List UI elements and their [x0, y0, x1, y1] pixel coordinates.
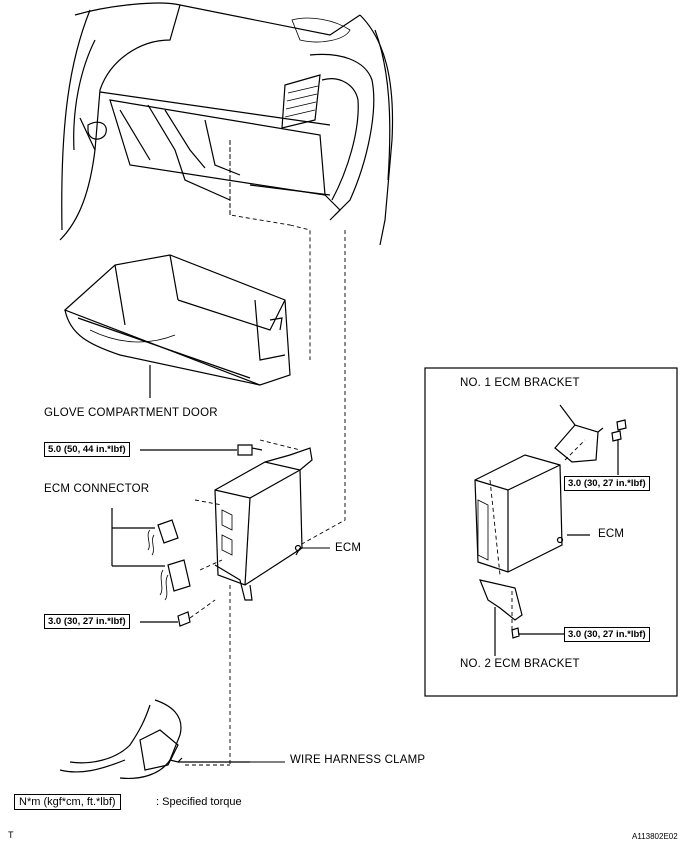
footer-left-mark: T: [8, 830, 14, 840]
wire-harness-clamp-label: WIRE HARNESS CLAMP: [290, 754, 426, 766]
torque-spec-lower-main: 3.0 (30, 27 in.*lbf): [44, 614, 130, 629]
ecm-inset-illustration: [474, 404, 627, 656]
leader-lines: [182, 547, 330, 763]
ecm-connector-illustration: [111, 508, 191, 601]
ecm-main-illustration: [214, 447, 313, 601]
inset-frame: [424, 367, 678, 697]
torque-spec-upper-main: 5.0 (50, 44 in.*lbf): [44, 442, 130, 457]
wire-harness-illustration: [59, 699, 250, 780]
dashboard-illustration: [59, 2, 394, 246]
figure-id: A113802E02: [632, 832, 678, 841]
torque-spec-inset-lower: 3.0 (30, 27 in.*lbf): [564, 627, 650, 642]
ecm-main-label: ECM: [335, 542, 362, 554]
ecm-connector-label: ECM CONNECTOR: [44, 483, 150, 495]
no2-ecm-bracket-label: NO. 2 ECM BRACKET: [460, 658, 580, 670]
glove-compartment-door-label: GLOVE COMPARTMENT DOOR: [44, 407, 218, 419]
bolt-illustrations: [140, 444, 263, 627]
torque-legend-description: : Specified torque: [156, 796, 242, 808]
torque-unit-legend-box: N*m (kgf*cm, ft.*lbf): [14, 794, 121, 810]
torque-spec-inset-upper: 3.0 (30, 27 in.*lbf): [564, 476, 650, 491]
installation-dashed-lines: [185, 140, 586, 766]
no1-ecm-bracket-label: NO. 1 ECM BRACKET: [460, 377, 580, 389]
ecm-inset-label: ECM: [598, 528, 625, 540]
glove-compartment-door-illustration: [63, 254, 291, 398]
